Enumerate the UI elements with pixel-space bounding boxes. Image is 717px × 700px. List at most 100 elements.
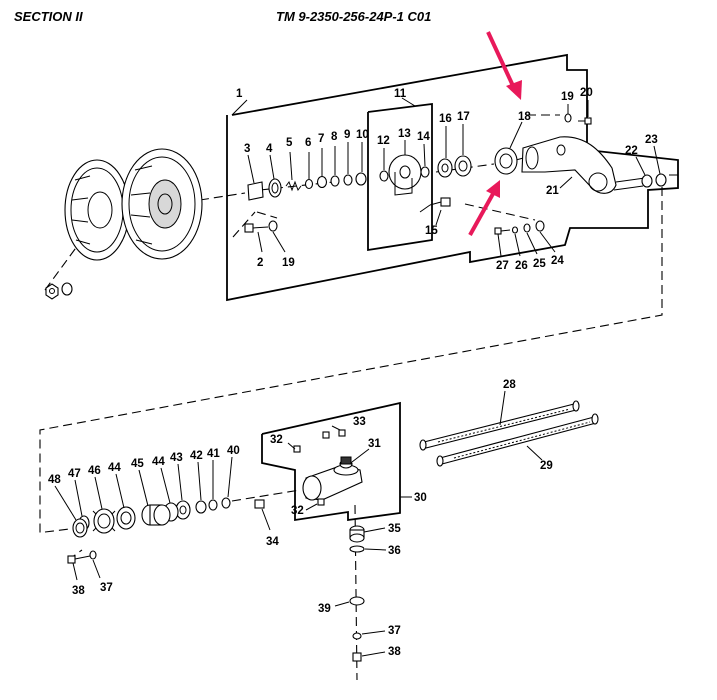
- part-16-seal: [437, 158, 453, 178]
- part-39-seal: [349, 596, 365, 606]
- connector-dashed-right: [39, 174, 678, 535]
- part-8-ring: [330, 175, 340, 187]
- part-10-ring: [355, 172, 367, 186]
- part-29-torsion-bar: [436, 413, 599, 467]
- part-43-bearing: [175, 500, 191, 520]
- callout-4: 4: [266, 143, 273, 155]
- callout-32-bottom: 32: [291, 505, 304, 517]
- part-19-washer-left: [268, 220, 278, 232]
- callout-labels: 1 2 3 4 5 6 7 8 9 10 11 12 13 14 15 16 1…: [48, 87, 658, 658]
- callout-6: 6: [305, 137, 311, 149]
- callout-27: 27: [496, 260, 509, 272]
- part-45-sleeve: [141, 504, 171, 526]
- section-heading: SECTION II: [14, 9, 83, 24]
- callout-9: 9: [344, 129, 350, 141]
- part-24-washer: [535, 220, 545, 232]
- callout-38-left: 38: [72, 585, 85, 597]
- callout-26: 26: [515, 260, 528, 272]
- callout-44-left: 44: [108, 462, 121, 474]
- lower-assembly: [44, 390, 599, 681]
- callout-45: 45: [131, 458, 144, 470]
- road-wheel-outer: [64, 159, 130, 261]
- highlight-arrows: [468, 31, 522, 236]
- callout-33: 33: [353, 416, 366, 428]
- part-2-bolt: [244, 223, 269, 233]
- callout-12: 12: [377, 135, 390, 147]
- callout-41: 41: [207, 448, 220, 460]
- callout-47: 47: [68, 468, 81, 480]
- callout-13: 13: [398, 128, 411, 140]
- callout-7: 7: [318, 133, 324, 145]
- part-22-washer: [641, 174, 653, 188]
- callout-19-top: 19: [561, 91, 574, 103]
- callout-25: 25: [533, 258, 546, 270]
- part-38-bolt-right: [352, 652, 362, 662]
- callout-10: 10: [356, 129, 369, 141]
- callout-34: 34: [266, 536, 279, 548]
- callout-19-left: 19: [282, 257, 295, 269]
- group-outline-30: [261, 401, 401, 522]
- part-27-bolt: [494, 227, 511, 235]
- part-48-seal: [72, 518, 88, 538]
- part-23-nut: [655, 173, 667, 187]
- callout-36: 36: [388, 545, 401, 557]
- callout-20: 20: [580, 87, 593, 99]
- callout-24: 24: [551, 255, 564, 267]
- callout-3: 3: [244, 143, 250, 155]
- part-18-bearing: [494, 147, 518, 175]
- group-outline-11: [367, 102, 433, 252]
- part-31-knuckle: [302, 456, 363, 501]
- part-12-seal: [379, 170, 389, 182]
- part-35-bushing: [349, 525, 365, 543]
- group-outline-1: [226, 53, 679, 302]
- part-26-washer: [511, 226, 519, 234]
- callout-1: 1: [236, 88, 243, 100]
- road-wheel-inner: [121, 148, 203, 260]
- callout-14: 14: [417, 131, 430, 143]
- callout-23: 23: [645, 134, 658, 146]
- part-42-ring: [195, 500, 207, 514]
- part-40-ring: [221, 497, 231, 509]
- callout-46: 46: [88, 465, 101, 477]
- callout-18: 18: [518, 111, 531, 123]
- callout-5: 5: [286, 137, 293, 149]
- tm-number: TM 9-2350-256-24P-1 C01: [276, 9, 432, 24]
- callout-31: 31: [368, 438, 381, 450]
- callout-30: 30: [414, 492, 427, 504]
- callout-37-left: 37: [100, 582, 113, 594]
- callout-16: 16: [439, 113, 452, 125]
- callout-38-right: 38: [388, 646, 401, 658]
- callout-37-right: 37: [388, 625, 401, 637]
- callout-43: 43: [170, 452, 183, 464]
- part-20-bolt: [578, 117, 592, 125]
- callout-39: 39: [318, 603, 331, 615]
- callout-17: 17: [457, 111, 470, 123]
- part-38-bolt-left: [67, 555, 91, 564]
- callout-2: 2: [257, 257, 263, 269]
- part-9-ring: [343, 174, 353, 186]
- part-14-bearing: [420, 166, 430, 178]
- callout-48: 48: [48, 474, 61, 486]
- callout-32-top: 32: [270, 434, 283, 446]
- callout-42: 42: [190, 450, 203, 462]
- part-15-bolts: [419, 197, 451, 226]
- part-17-ring: [454, 155, 472, 177]
- callout-40: 40: [227, 445, 240, 457]
- callout-21: 21: [546, 185, 559, 197]
- part-37-washer-left: [89, 550, 97, 560]
- part-13-hub: [388, 154, 422, 196]
- part-21-support-arm: [521, 136, 646, 194]
- part-46-nut: [92, 508, 116, 534]
- part-3-hubcap: [247, 181, 264, 201]
- part-5-spring: [285, 180, 302, 192]
- part-6-ring: [304, 178, 314, 190]
- wheel-nut: [45, 282, 73, 300]
- part-19-washer-top: [564, 113, 572, 123]
- part-25-washer: [523, 223, 531, 233]
- part-36-washer: [349, 545, 365, 553]
- part-37-washer-right: [352, 632, 362, 640]
- callout-28: 28: [503, 379, 516, 391]
- part-28-torsion-bar: [419, 400, 580, 451]
- callout-29: 29: [540, 460, 553, 472]
